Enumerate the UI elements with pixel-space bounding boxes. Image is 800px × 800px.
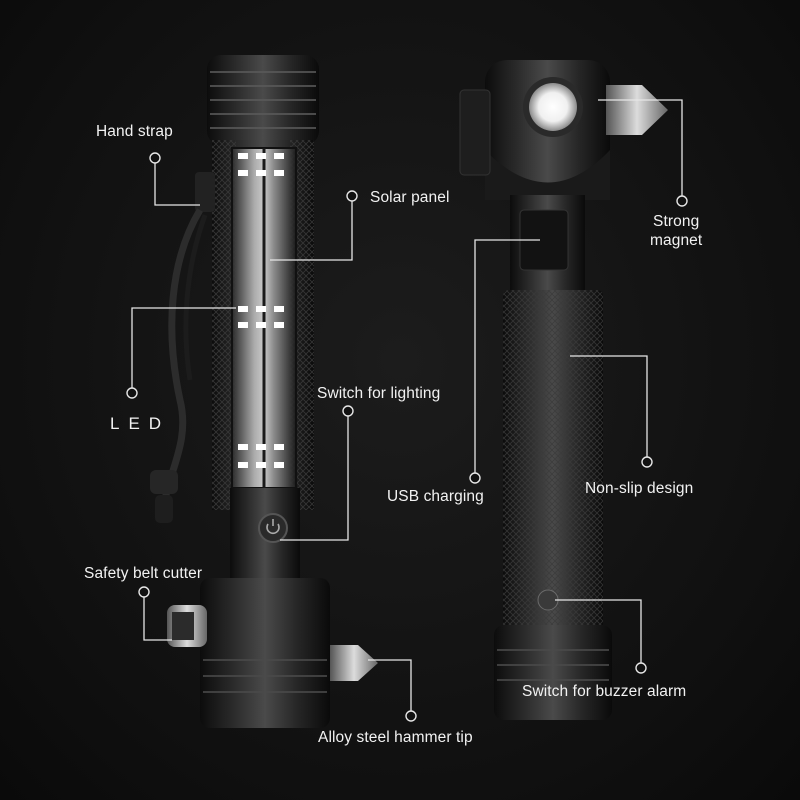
- label-usb-charging: USB charging: [387, 488, 484, 505]
- label-switch-buzzer: Switch for buzzer alarm: [522, 683, 687, 700]
- label-switch-lighting: Switch for lighting: [317, 385, 441, 402]
- callout-lines: [131, 99, 683, 716]
- label-strong-magnet: Strong magnet: [650, 213, 703, 249]
- callout-dots: [126, 152, 688, 722]
- label-hand-strap: Hand strap: [96, 123, 173, 140]
- right-flashlight: [459, 60, 668, 720]
- label-non-slip-design: Non-slip design: [585, 480, 694, 497]
- label-safety-belt-cutter: Safety belt cutter: [84, 565, 203, 582]
- label-alloy-hammer-tip: Alloy steel hammer tip: [318, 729, 473, 746]
- left-flashlight: [150, 55, 378, 728]
- led-cluster: [238, 153, 284, 468]
- label-solar-panel: Solar panel: [370, 189, 450, 206]
- label-led: LED: [110, 414, 171, 433]
